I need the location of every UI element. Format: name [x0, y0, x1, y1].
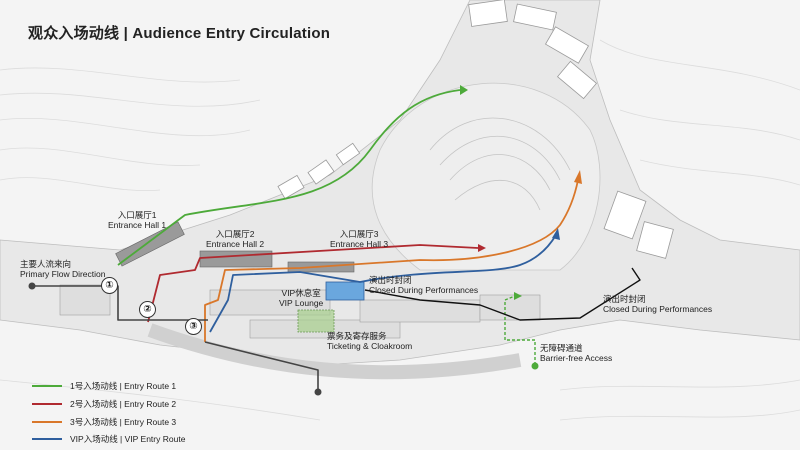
entrance-hall-3-en: Entrance Hall 3: [330, 239, 389, 249]
ticketing-block: [297, 309, 335, 333]
legend-swatch-route-1: [32, 385, 62, 387]
legend-swatch-vip: [32, 438, 62, 440]
vip-entry-route: [209, 234, 557, 333]
legend-swatch-route-2: [32, 403, 62, 405]
closed-during-performances-label-2: 演出时封闭 Closed During Performances: [603, 294, 712, 314]
route-number-2: ②: [139, 301, 156, 318]
vip-lounge-cn: VIP休息室: [281, 288, 321, 298]
entrance-hall-2-en: Entrance Hall 2: [206, 239, 265, 249]
primary-flow-en: Primary Flow Direction: [20, 269, 106, 279]
entrance-hall-1-cn: 入口展厅1: [117, 210, 157, 220]
entrance-hall-2: [199, 250, 273, 268]
primary-flow-start-dot: [28, 282, 36, 290]
ticketing-en: Ticketing & Cloakroom: [327, 341, 413, 351]
legend-label-route-2: 2号入场动线 | Entry Route 2: [70, 399, 177, 409]
legend-label-route-1: 1号入场动线 | Entry Route 1: [70, 381, 177, 391]
vip-lounge-block: [325, 281, 365, 301]
primary-flow-label: 主要人流来向 Primary Flow Direction: [20, 259, 106, 279]
primary-flow-route: [32, 285, 208, 321]
vip-lounge-label: VIP休息室 VIP Lounge: [279, 288, 323, 308]
legend-label-vip: VIP入场动线 | VIP Entry Route: [70, 434, 186, 444]
barrier-free-en: Barrier-free Access: [540, 353, 613, 363]
primary-flow-route-lower: [204, 341, 319, 392]
entrance-hall-1-label: 入口展厅1 Entrance Hall 1: [108, 210, 166, 230]
entry-route-1: [117, 89, 461, 266]
contour-lines: [0, 39, 800, 421]
entry-route-3: [204, 179, 579, 342]
entrance-hall-1-en: Entrance Hall 1: [108, 220, 167, 230]
closed-during-performances-label: 演出时封闭 Closed During Performances: [369, 275, 478, 295]
barrier-free-start-dot: [531, 362, 539, 370]
entrance-hall-2-label: 入口展厅2 Entrance Hall 2: [206, 229, 264, 249]
entrance-hall-3-cn: 入口展厅3: [339, 229, 379, 239]
entrance-hall-3-label: 入口展厅3 Entrance Hall 3: [330, 229, 388, 249]
legend-swatch-route-3: [32, 421, 62, 423]
vip-lounge-en: VIP Lounge: [279, 298, 324, 308]
legend-label-route-3: 3号入场动线 | Entry Route 3: [70, 417, 177, 427]
ticketing-cn: 票务及寄存服务: [327, 331, 387, 341]
primary-flow-cn: 主要人流来向: [20, 259, 72, 269]
entrance-hall-2-cn: 入口展厅2: [215, 229, 255, 239]
ticketing-label: 票务及寄存服务 Ticketing & Cloakroom: [327, 331, 412, 351]
barrier-free-label: 无障碍通道 Barrier-free Access: [540, 343, 612, 363]
barrier-free-cn: 无障碍通道: [540, 343, 583, 353]
route-arrows: [460, 85, 582, 300]
closed-cn: 演出时封闭: [369, 275, 412, 285]
closed2-en: Closed During Performances: [603, 304, 713, 314]
entry-route-2: [147, 244, 479, 323]
route-number-1: ①: [101, 277, 118, 294]
road: [147, 323, 522, 380]
route-number-3: ③: [185, 318, 202, 335]
barrier-free-route: [504, 295, 536, 365]
closed2-cn: 演出时封闭: [603, 294, 646, 304]
closed-boundary-line: [364, 267, 641, 321]
hillside-buildings: [277, 0, 674, 259]
page-title: 观众入场动线 | Audience Entry Circulation: [28, 25, 331, 42]
primary-flow-end-dot: [314, 388, 322, 396]
closed-en: Closed During Performances: [369, 285, 479, 295]
terrace-rings: [429, 117, 571, 211]
